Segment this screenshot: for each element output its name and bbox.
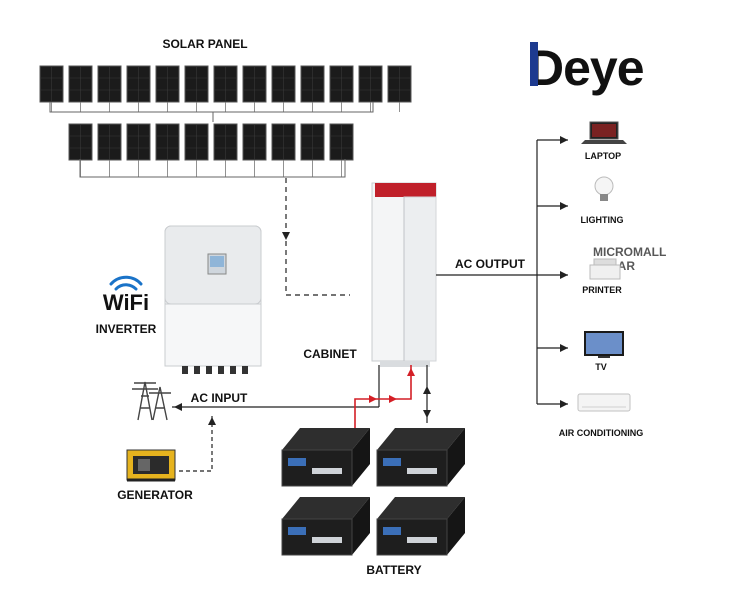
solar-panel bbox=[184, 65, 209, 112]
solar-panel-row-bottom bbox=[68, 123, 354, 177]
solar-panel bbox=[155, 123, 180, 177]
solar-arrow bbox=[282, 232, 290, 240]
battery-module bbox=[281, 428, 370, 487]
solar-panel bbox=[329, 65, 354, 112]
inverter bbox=[164, 225, 262, 374]
load-label: PRINTER bbox=[582, 285, 622, 295]
solar-panel bbox=[68, 123, 93, 177]
ac-input-wiring bbox=[172, 365, 380, 408]
solar-panel bbox=[213, 123, 238, 177]
cabinet bbox=[371, 182, 437, 367]
solar-panel bbox=[68, 65, 93, 112]
solar-panel bbox=[242, 65, 267, 112]
load-branch-arrow bbox=[560, 344, 568, 352]
dc-arrow-3 bbox=[407, 368, 415, 376]
cabinet-label: CABINET bbox=[303, 347, 357, 361]
comm-arrow-up bbox=[423, 386, 431, 394]
generator-icon bbox=[126, 449, 176, 482]
load-branch-arrow bbox=[560, 136, 568, 144]
solar-panel-label: SOLAR PANEL bbox=[162, 37, 247, 51]
comm-arrow-down bbox=[423, 410, 431, 418]
air-conditioner-icon bbox=[577, 393, 631, 412]
dc-arrow-1 bbox=[369, 395, 377, 403]
solar-panel bbox=[387, 65, 412, 112]
solar-panel bbox=[213, 65, 238, 112]
light-bulb-icon bbox=[594, 176, 614, 201]
battery-dc-wiring bbox=[354, 365, 412, 428]
solar-panel bbox=[126, 65, 151, 112]
wifi-label: WiFi bbox=[103, 290, 149, 315]
generator-arrow bbox=[208, 417, 216, 425]
wifi-icon bbox=[109, 275, 143, 291]
solar-panel bbox=[126, 123, 151, 177]
printer-icon bbox=[589, 258, 621, 280]
logo-bar bbox=[530, 42, 538, 86]
load-label: LAPTOP bbox=[585, 151, 621, 161]
load-labels: LAPTOP LIGHTING PRINTER TV AIR CONDITIONING bbox=[559, 151, 644, 438]
load-label: LIGHTING bbox=[581, 215, 624, 225]
battery-module bbox=[376, 428, 465, 487]
generator-line bbox=[179, 413, 213, 472]
power-pylon-icon bbox=[132, 381, 171, 421]
generator-label: GENERATOR bbox=[117, 488, 193, 502]
ac-input-arrow bbox=[174, 403, 182, 411]
solar-panel bbox=[39, 65, 64, 112]
solar-panel bbox=[271, 65, 296, 112]
solar-panel bbox=[300, 65, 325, 112]
solar-panel-row-top bbox=[39, 65, 412, 112]
load-branch-arrow bbox=[560, 271, 568, 279]
tv-icon bbox=[584, 331, 624, 358]
ac-input-label: AC INPUT bbox=[191, 391, 248, 405]
solar-panel bbox=[155, 65, 180, 112]
load-branch-arrow bbox=[560, 202, 568, 210]
load-arrows bbox=[537, 136, 568, 408]
solar-panel bbox=[271, 123, 296, 177]
solar-panel bbox=[358, 65, 383, 112]
battery-label: BATTERY bbox=[366, 563, 421, 577]
laptop-icon bbox=[581, 121, 627, 144]
dc-solar-line bbox=[285, 178, 350, 296]
solar-panel bbox=[97, 123, 122, 177]
solar-panel bbox=[242, 123, 267, 177]
solar-panel bbox=[184, 123, 209, 177]
deye-logo: Deye bbox=[528, 40, 644, 96]
solar-panel bbox=[300, 123, 325, 177]
battery-module bbox=[281, 497, 370, 556]
solar-panel bbox=[329, 123, 354, 177]
dc-arrow-2 bbox=[389, 395, 397, 403]
battery-module bbox=[376, 497, 465, 556]
inverter-label: INVERTER bbox=[96, 322, 157, 336]
battery-group bbox=[281, 428, 465, 556]
load-label: AIR CONDITIONING bbox=[559, 428, 644, 438]
solar-panel bbox=[97, 65, 122, 112]
ac-output-wiring bbox=[436, 140, 538, 404]
watermark-line1: MICROMALL bbox=[593, 245, 666, 259]
panel-wiring bbox=[49, 102, 374, 178]
ac-output-label: AC OUTPUT bbox=[455, 257, 526, 271]
load-branch-arrow bbox=[560, 400, 568, 408]
load-label: TV bbox=[595, 362, 607, 372]
